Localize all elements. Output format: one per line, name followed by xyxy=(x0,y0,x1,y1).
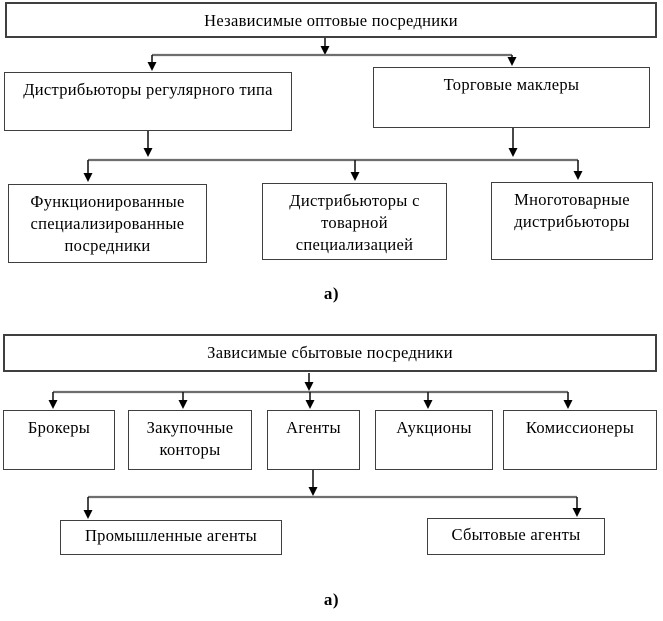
node-product-specialized-distributors: Дистрибьюторы с товарной специализацией xyxy=(262,183,447,260)
caption-diagram-b: а) xyxy=(323,590,340,609)
node-regular-type-distributors: Дистрибьюторы регулярного типа xyxy=(4,72,292,131)
node-multiproduct-distributors: Многотоварные дистрибьюторы xyxy=(491,182,653,260)
node-dependent-sales-intermediaries: Зависимые сбытовые посредники xyxy=(3,334,657,372)
node-purchasing-offices: Закупочные конторы xyxy=(128,410,252,470)
connectors-diagram-b xyxy=(48,373,582,519)
node-auctions: Аукционы xyxy=(375,410,493,470)
node-functional-specialized-intermediaries: Функционированные специализированные пос… xyxy=(8,184,207,263)
connectors-diagram-a xyxy=(83,38,583,182)
node-independent-wholesale-intermediaries: Независимые оптовые посредники xyxy=(5,2,657,38)
node-commission-merchants: Комиссионеры xyxy=(503,410,657,470)
node-trade-brokers: Торговые маклеры xyxy=(373,67,650,128)
node-brokers: Брокеры xyxy=(3,410,115,470)
node-sales-agents: Сбытовые агенты xyxy=(427,518,605,555)
node-agents: Агенты xyxy=(267,410,360,470)
caption-diagram-a: а) xyxy=(323,284,340,303)
node-industrial-agents: Промышленные агенты xyxy=(60,520,282,555)
